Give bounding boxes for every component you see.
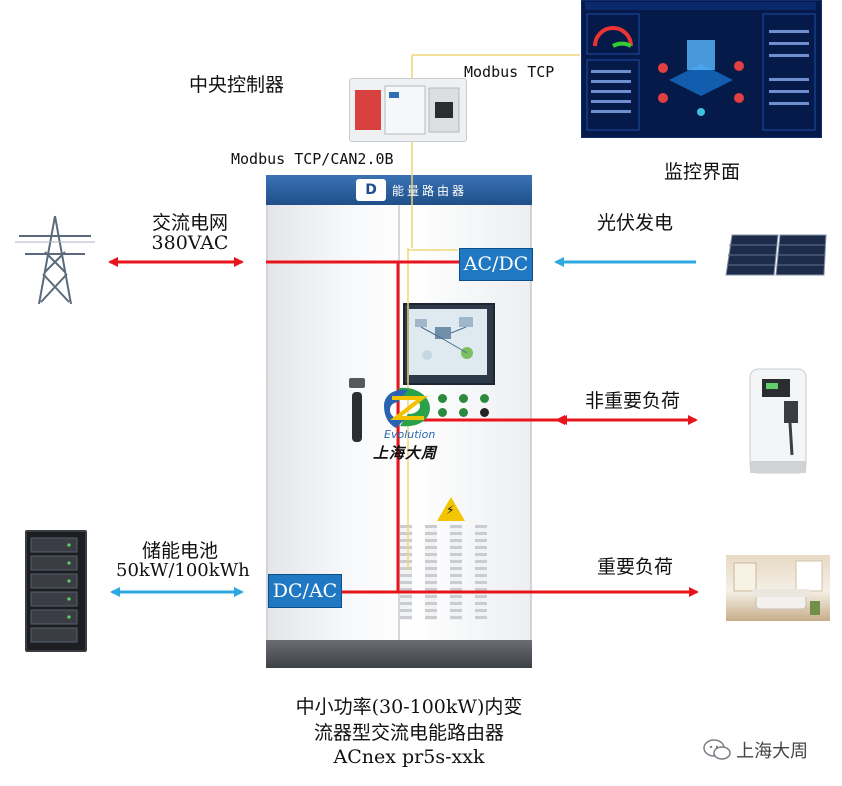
brand-name: 上海大周	[736, 741, 809, 762]
indicator-light-green	[438, 408, 447, 417]
indicator-light-green	[459, 394, 468, 403]
product-title-line1: 中小功率(30-100kW)内变	[295, 696, 523, 718]
modbus-tcp-can-label: Modbus TCP/CAN2.0B	[231, 150, 394, 168]
grid-title: 交流电网	[151, 212, 228, 234]
brand-watermark: 上海大周	[703, 737, 808, 763]
storage-spec: 50kW/100kWh	[116, 560, 250, 581]
cabinet-logo: D	[356, 179, 386, 201]
critical-load-label: 重要负荷	[597, 556, 674, 578]
product-title-line2: 流器型交流电能路由器	[313, 722, 504, 744]
central-controller-label: 中央控制器	[189, 74, 285, 96]
modbus-tcp-label: Modbus TCP	[464, 63, 555, 81]
stop-button	[480, 408, 489, 417]
handle-base	[349, 378, 365, 388]
grid-voltage: 380VAC	[151, 232, 229, 254]
monitor-ui-label: 监控界面	[664, 161, 741, 183]
battery-modules-icon	[30, 537, 78, 643]
evolution-logo-icon	[384, 387, 430, 428]
high-voltage-warning-icon	[437, 497, 465, 521]
vent-grille	[475, 525, 487, 620]
vent-grille	[425, 525, 437, 620]
emblem-chinese-text: 上海大周	[373, 444, 438, 462]
lightning-icon: ⚡	[446, 503, 455, 517]
solar-panel-icon	[725, 234, 827, 276]
hmi-screen-graphic	[415, 317, 473, 360]
emblem-english-text: Evolution	[384, 428, 436, 441]
power-tower-icon	[15, 215, 95, 305]
storage-title: 储能电池	[141, 540, 218, 562]
dcac-converter: DC/AC	[268, 574, 342, 608]
monitoring-dashboard-graphic	[585, 2, 816, 131]
indicator-light-green	[480, 394, 489, 403]
indicator-light-green	[459, 408, 468, 417]
cabinet-base	[266, 640, 532, 668]
pv-label: 光伏发电	[597, 212, 674, 234]
vent-grille	[400, 525, 412, 620]
indicator-light-green	[438, 394, 447, 403]
cabinet-top-band	[266, 175, 532, 205]
ev-charger-icon	[749, 368, 807, 474]
living-room-illustration	[733, 560, 823, 615]
non-critical-load-label: 非重要负荷	[585, 390, 681, 412]
cabinet-name: 能量路由器	[392, 184, 468, 198]
product-title-line3: ACnex pr5s-xxk	[333, 746, 485, 768]
non-critical-load-arrow-left	[557, 415, 567, 425]
wechat-icon	[703, 739, 731, 760]
controller-illustration	[355, 85, 460, 135]
vent-grille	[450, 525, 462, 620]
door-handle	[352, 392, 362, 442]
acdc-converter: AC/DC	[459, 248, 533, 281]
